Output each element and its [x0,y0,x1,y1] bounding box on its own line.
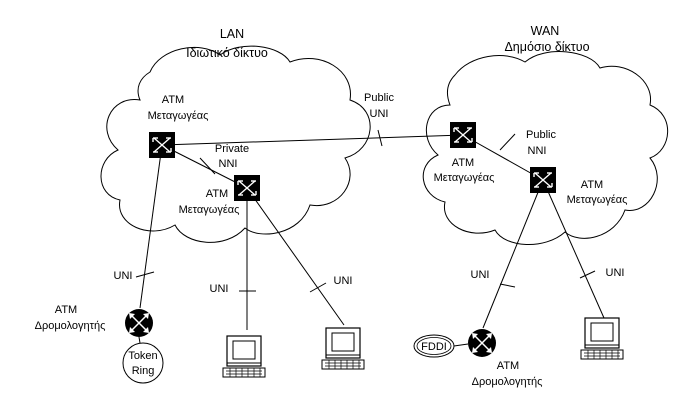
lan-title: LAN [220,27,244,41]
public-nni-label-line2: NNI [528,145,547,157]
lan-router-label-line2: Δρομολογητής [35,320,106,332]
public-nni-label-line1: Public [526,129,556,141]
pc-3-icon [580,317,624,360]
uni-label-pc1: UNI [210,283,229,295]
wan-router-icon [467,328,497,358]
pc-1-icon [222,335,266,378]
wan-switch-2-label-line1: ATM [581,179,603,191]
private-nni-label-line2: NNI [219,158,238,170]
wan-switch-1-label-line1: ATM [452,157,474,169]
wan-switch-2-label-line2: Μεταγωγέας [567,194,628,206]
wan-title: WAN [531,24,560,38]
token-ring-shape [122,342,164,384]
wan-switch-2-icon [529,166,557,194]
links [135,129,605,330]
uni-label-pc2: UNI [334,275,353,287]
lan-switch-1-icon [148,131,176,159]
uni-label-pc3: UNI [606,267,625,279]
token-ring-label-line1: Token [128,350,157,362]
lan-cloud [100,45,371,243]
fddi-ring-inner [416,337,452,355]
wan-router-label-line1: ATM [497,360,519,372]
public-uni-label-line2: UNI [370,108,389,120]
wan-router-label-line2: Δρομολογητής [472,376,543,388]
lan-switch-2-label-line1: ATM [206,188,228,200]
lan-switch-2-icon [233,174,261,202]
token-ring-label-line2: Ring [132,365,155,377]
pc-2-icon [321,327,365,370]
lan-router-icon [124,308,154,338]
lan-router-label-line1: ATM [55,304,77,316]
public-uni-label-line1: Public [364,92,394,104]
lan-switch-1-label-line1: ATM [162,94,184,106]
uni-label-router: UNI [114,270,133,282]
private-nni-label-line1: Private [215,143,249,155]
lan-switch-1-label-line2: Μεταγωγέας [148,110,209,122]
lan-subtitle: Ιδιωτικό δίκτυο [186,46,268,60]
fddi-label: FDDI [421,341,447,353]
wan-switch-1-label-line2: Μεταγωγέας [434,172,495,184]
wan-cloud [422,51,669,245]
lan-switch-2-label-line2: Μεταγωγέας [179,204,240,216]
uni-label-wan-router: UNI [471,269,490,281]
wan-subtitle: Δημόσιο δίκτυο [504,40,589,54]
wan-switch-1-icon [449,121,477,149]
